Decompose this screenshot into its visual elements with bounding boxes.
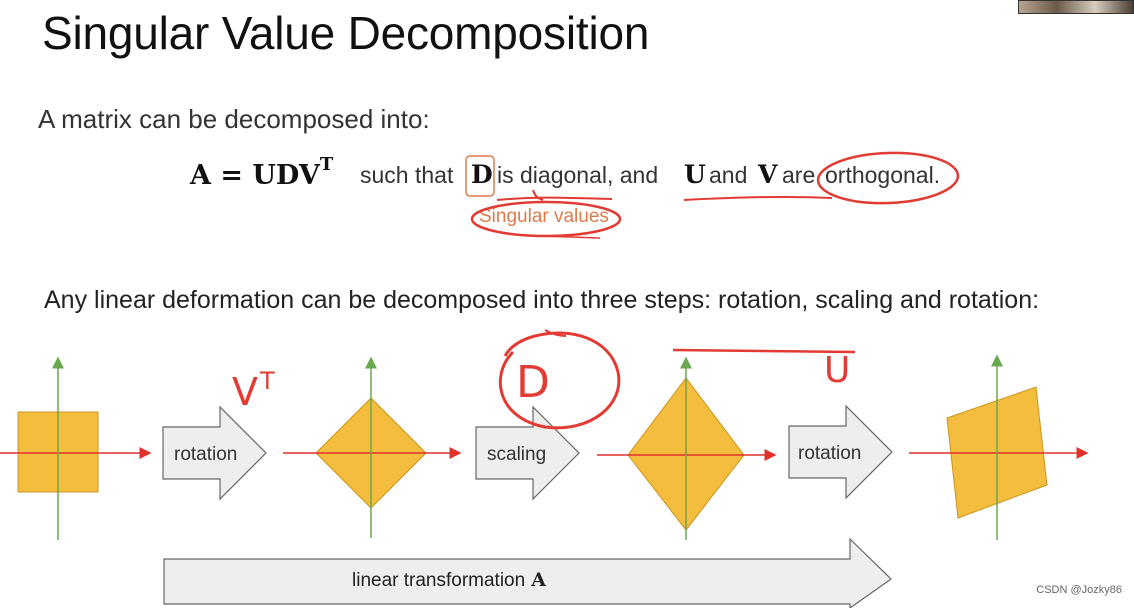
rotation-label-2: rotation [798,443,861,464]
such-that-text: such that [360,162,454,188]
is-diagonal-text: is diagonal, and [497,162,659,188]
singular-values-circle [470,200,622,238]
linear-transformation-a: A [530,569,546,591]
diagonal-underline [496,196,613,201]
uv-underline [683,195,833,201]
u-symbol: U [684,160,706,189]
linear-transformation-label: linear transformation [352,570,525,591]
equation-lhs: A = UDV [190,160,320,191]
handwritten-t: T [260,367,275,395]
watermark: CSDN @Jozky86 [1036,584,1122,596]
scaling-label: scaling [487,444,546,465]
are-text: are [782,162,816,188]
scaling-arrow: scaling [475,405,580,501]
handwritten-v: V [232,370,258,414]
d-annotation-tick [544,329,567,337]
shape-square [0,356,152,540]
d-annotation-circle [498,331,621,430]
shape-tall-diamond [597,356,777,540]
webcam-thumbnail [1018,0,1134,14]
slide-title: Singular Value Decomposition [42,7,650,59]
intro-text: A matrix can be decomposed into: [38,104,430,134]
handwritten-d: D [516,357,550,408]
singular-values-annotation: Singular values [479,206,609,227]
diagonal-tick [532,189,544,201]
and-text: and [709,162,748,188]
v-symbol: V [758,160,778,189]
rotation-arrow-1: rotation [162,405,267,501]
orthogonal-text: orthogonal. [825,162,941,188]
u-annotation-line [672,348,856,354]
shape-diamond [283,356,462,538]
d-symbol: D [471,160,493,189]
handwritten-vt: VT [232,367,275,414]
singular-values-underline [539,235,601,239]
handwritten-u: U [824,350,851,391]
svd-equation: A = UDVT [190,154,333,191]
orthogonal-circle [816,151,960,205]
rotation-arrow-2: rotation [788,404,893,500]
shape-parallelogram [909,354,1089,540]
d-highlight-box [465,155,495,197]
equation-transpose: T [319,154,334,175]
deformation-text: Any linear deformation can be decomposed… [44,286,1040,314]
rotation-label-1: rotation [174,444,237,465]
